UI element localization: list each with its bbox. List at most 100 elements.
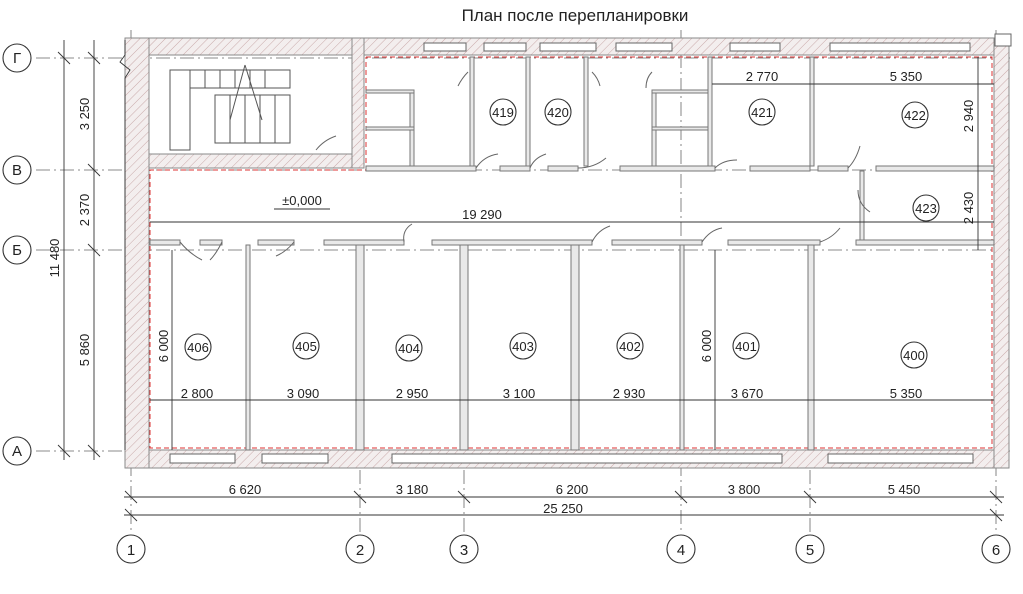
room-406: 406 — [184, 333, 212, 361]
stair-wall — [351, 37, 365, 169]
window — [827, 453, 974, 464]
svg-text:11 480: 11 480 — [47, 239, 62, 278]
level-mark: ±0,000 — [274, 193, 330, 210]
axis-marker-6: 6 — [981, 534, 1011, 564]
window — [994, 33, 1012, 47]
svg-text:3 250: 3 250 — [77, 98, 92, 131]
svg-text:402: 402 — [619, 339, 641, 354]
axis-marker-g: Г — [2, 43, 32, 73]
svg-text:25 250: 25 250 — [543, 501, 583, 516]
plan-title: План после перепланировки — [462, 6, 689, 25]
room-402: 402 — [616, 332, 644, 360]
svg-text:6 000: 6 000 — [699, 330, 714, 363]
svg-text:421: 421 — [751, 105, 773, 120]
svg-text:3 090: 3 090 — [287, 386, 320, 401]
room-423: 423 — [912, 194, 940, 222]
left-dimension-chain: 3 250 2 370 5 860 11 480 — [47, 40, 101, 460]
svg-text:А: А — [12, 443, 22, 460]
doors — [179, 71, 871, 261]
svg-text:2 770: 2 770 — [746, 69, 779, 84]
svg-text:404: 404 — [398, 341, 420, 356]
svg-text:В: В — [12, 162, 22, 179]
svg-text:406: 406 — [187, 340, 209, 355]
window — [391, 453, 783, 464]
break-line — [119, 40, 131, 450]
svg-text:±0,000: ±0,000 — [282, 193, 322, 208]
svg-text:3: 3 — [460, 542, 468, 559]
room-404: 404 — [395, 334, 423, 362]
room-420: 420 — [544, 98, 572, 126]
axis-marker-1: 1 — [116, 534, 146, 564]
svg-text:4: 4 — [677, 542, 685, 559]
room-405: 405 — [292, 332, 320, 360]
svg-text:419: 419 — [492, 105, 514, 120]
window — [615, 42, 673, 52]
svg-text:19 290: 19 290 — [462, 207, 502, 222]
axis-marker-3: 3 — [449, 534, 479, 564]
svg-text:5 860: 5 860 — [77, 334, 92, 367]
room-421: 421 — [748, 98, 776, 126]
axis-marker-a: А — [2, 436, 32, 466]
stair-bottom-wall — [148, 153, 353, 169]
axis-marker-4: 4 — [666, 534, 696, 564]
svg-text:2 800: 2 800 — [181, 386, 214, 401]
svg-text:Б: Б — [12, 242, 22, 259]
svg-text:5 350: 5 350 — [890, 69, 923, 84]
room-depth-dimensions: 6 000 6 000 — [156, 250, 716, 450]
room-401: 401 — [732, 332, 760, 360]
svg-text:403: 403 — [512, 339, 534, 354]
top-width-dimensions: 2 770 5 350 — [712, 69, 994, 85]
corridor-dimension: 19 290 — [150, 207, 994, 223]
window — [169, 453, 236, 464]
corridor-partitions — [149, 165, 995, 246]
axis-marker-v: В — [2, 155, 32, 185]
row-axis-markers: Г В Б А — [2, 43, 32, 466]
svg-text:422: 422 — [904, 108, 926, 123]
svg-text:3 670: 3 670 — [731, 386, 764, 401]
svg-text:3 180: 3 180 — [396, 482, 429, 497]
room-400: 400 — [900, 341, 928, 369]
axis-marker-2: 2 — [345, 534, 375, 564]
svg-text:401: 401 — [735, 339, 757, 354]
bottom-dimension-chain: 6 620 3 180 6 200 3 800 5 450 25 250 — [124, 482, 1004, 522]
window — [261, 453, 329, 464]
right-height-dimensions: 2 940 2 430 — [961, 57, 979, 250]
top-windows — [423, 33, 1012, 52]
svg-text:2 930: 2 930 — [613, 386, 646, 401]
window — [729, 42, 781, 52]
stairwell — [169, 64, 291, 151]
svg-text:Г: Г — [13, 50, 21, 67]
room-422: 422 — [901, 101, 929, 129]
axis-marker-b: Б — [2, 235, 32, 265]
svg-text:6: 6 — [992, 542, 1000, 559]
axis-marker-5: 5 — [795, 534, 825, 564]
svg-text:5: 5 — [806, 542, 814, 559]
room-partitions — [245, 56, 865, 451]
svg-text:400: 400 — [903, 348, 925, 363]
room-403: 403 — [509, 332, 537, 360]
stair-flight — [189, 69, 291, 89]
room-labels: 406 405 404 403 402 401 400 419 — [184, 98, 940, 369]
room-width-dimensions: 2 800 3 090 2 950 3 100 2 930 3 670 5 35… — [150, 386, 994, 401]
svg-text:2 370: 2 370 — [77, 194, 92, 227]
svg-text:6 000: 6 000 — [156, 330, 171, 363]
right-wall — [993, 37, 1010, 469]
svg-text:3 100: 3 100 — [503, 386, 536, 401]
svg-text:405: 405 — [295, 339, 317, 354]
svg-text:6 200: 6 200 — [556, 482, 589, 497]
stair-landing — [169, 69, 191, 151]
bottom-windows — [169, 453, 974, 464]
svg-text:420: 420 — [547, 105, 569, 120]
window — [483, 42, 527, 52]
window — [829, 42, 971, 52]
column-axis-markers: 1 2 3 4 5 6 — [116, 534, 1011, 564]
window — [423, 42, 467, 52]
svg-text:6 620: 6 620 — [229, 482, 262, 497]
svg-text:3 800: 3 800 — [728, 482, 761, 497]
window — [539, 42, 597, 52]
svg-text:423: 423 — [915, 201, 937, 216]
left-wall — [124, 37, 150, 469]
svg-text:5 450: 5 450 — [888, 482, 921, 497]
